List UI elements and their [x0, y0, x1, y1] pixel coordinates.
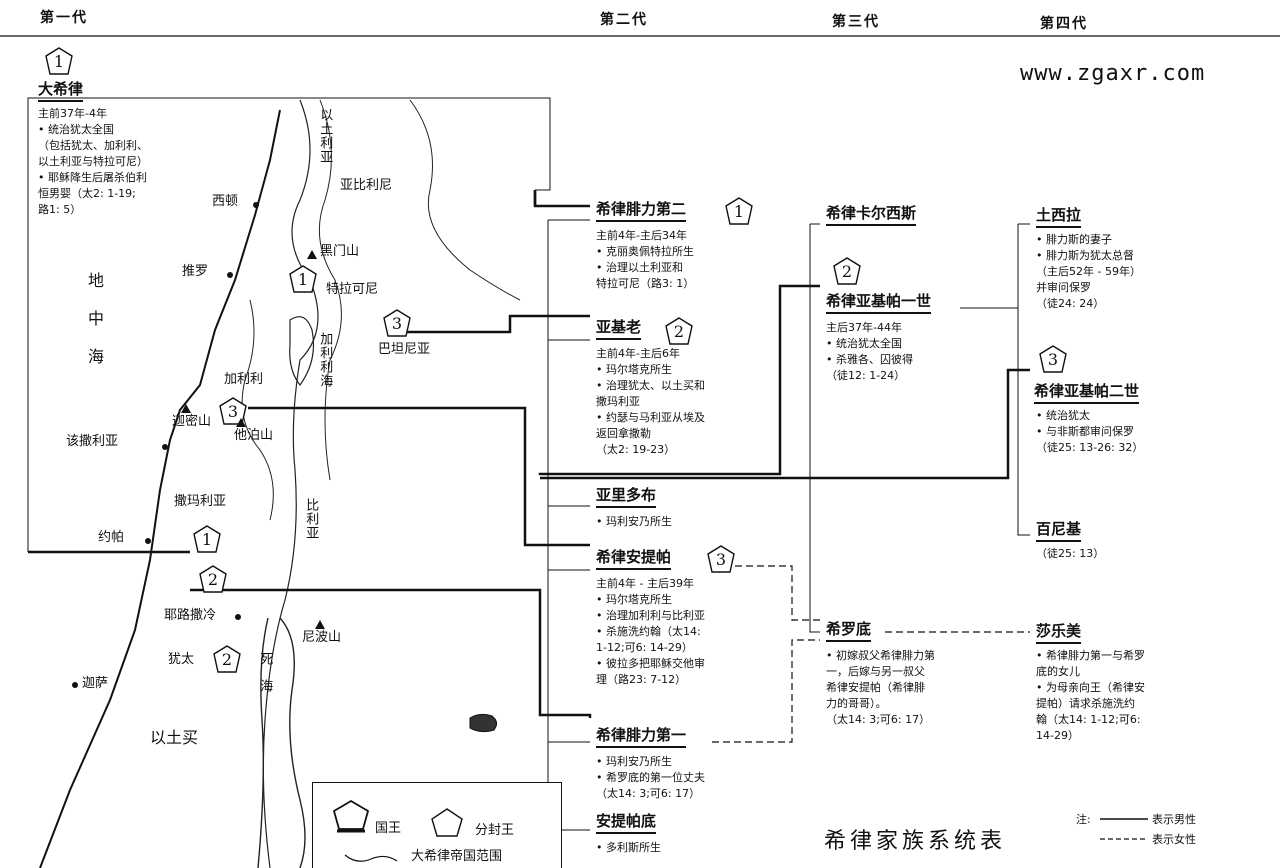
tetrarch-badge-antipas: 3 [706, 544, 736, 574]
person-name-archelaus: 亚基老 [596, 318, 642, 340]
person-notes-herodias: • 初嫁叔父希律腓力第一，后嫁与另一叔父希律安提帕（希律腓力的哥哥）。（太14:… [826, 649, 935, 726]
person-notes-archelaus: 主前4年-主后6年• 玛尔塔克所生• 治理犹太、以土买和撒玛利亚• 约瑟与马利亚… [596, 347, 705, 456]
person-name-philip2: 希律腓力第二 [596, 200, 687, 222]
person-name-antipater: 安提帕底 [596, 812, 657, 834]
map-label-samaria: 撒玛利亚 [174, 494, 227, 509]
map-badge-trachonitis: 1 [288, 264, 318, 294]
person-name-salome: 莎乐美 [1036, 622, 1082, 644]
person-name-philip1: 希律腓力第一 [596, 726, 687, 748]
city-dot-gaza [72, 682, 78, 688]
map-label-idumea-top: 以土利亚 [317, 108, 333, 164]
city-dot-joppa [145, 538, 151, 544]
legend-label-tetrarch: 分封王 [475, 823, 515, 838]
city-dot-jerusalem [235, 614, 241, 620]
map-label-sidon: 西顿 [212, 194, 239, 209]
person-notes-philip1: • 玛利安乃所生• 希罗底的第一位丈夫（太14: 3;可6: 17） [596, 755, 705, 800]
person-notes-agrippa1: 主后37年-44年• 统治犹太全国• 杀雅各、囚彼得（徒12: 1-24） [826, 321, 913, 382]
map-label-tyre: 推罗 [182, 264, 209, 279]
map-label-sea-of-galilee: 加利利海 [317, 332, 333, 388]
person-notes-salome: • 希律腓力第一与希罗底的女儿• 为母亲向王（希律安提帕）请求杀施洗约翰（太14… [1036, 649, 1145, 742]
person-notes-antipater: • 多利斯所生 [596, 841, 661, 854]
note-male-label: 表示男性 [1152, 813, 1196, 826]
map-label-dead-sea: 死海 [257, 652, 273, 706]
city-dot-caesarea [162, 444, 168, 450]
map-label-caesarea: 该撒利亚 [66, 434, 119, 449]
king-badge-agrippa1: 2 [832, 256, 862, 286]
map-badge-judea: 2 [212, 644, 242, 674]
city-dot-sidon [253, 202, 259, 208]
person-name-herod-great: 大希律 [38, 80, 84, 102]
city-dot-tyre [227, 272, 233, 278]
figure-title: 希律家族系统表 [824, 829, 1007, 854]
empire-boundary-icon [344, 854, 398, 862]
person-name-herodias: 希罗底 [826, 620, 872, 642]
map-label-mt-nebo: 尼波山 [302, 630, 342, 645]
map-label-mt-tabor: 他泊山 [234, 428, 274, 443]
map-label-joppa: 约帕 [98, 530, 125, 545]
legend-label-empire: 大希律帝国范围 [411, 849, 503, 864]
mountain-icon-carmel [181, 404, 191, 413]
legend-label-king: 国王 [375, 821, 402, 836]
map-badge-batanea: 3 [382, 308, 412, 338]
person-notes-drusilla: • 腓力斯的妻子• 腓力斯为犹太总督（主后52年 - 59年）并审问保罗（徒24… [1036, 233, 1141, 310]
person-name-agrippa1: 希律亚基帕一世 [826, 292, 932, 314]
map-label-perea: 比利亚 [303, 498, 319, 540]
map-label-batanea: 巴坦尼亚 [378, 342, 431, 357]
generation-header-2: 第二代 [600, 12, 648, 28]
mountain-icon-tabor [236, 418, 246, 427]
person-name-aristobulus: 亚里多布 [596, 486, 657, 508]
tetrarch-badge-archelaus: 2 [664, 316, 694, 346]
king-pentagon-icon [332, 799, 370, 833]
map-label-abilene: 亚比利尼 [340, 178, 393, 193]
generation-header-3: 第三代 [832, 14, 880, 30]
person-name-herod-chalcis: 希律卡尔西斯 [826, 204, 917, 226]
map-label-gaza: 迦萨 [82, 676, 109, 691]
map-label-mt-carmel: 迦密山 [172, 414, 212, 429]
person-name-bernice: 百尼基 [1036, 520, 1082, 542]
person-name-drusilla: 土西拉 [1036, 206, 1082, 228]
person-notes-aristobulus: • 玛利安乃所生 [596, 515, 672, 528]
person-name-antipas: 希律安提帕 [596, 548, 672, 570]
map-label-mediterranean: 地中海 [85, 272, 104, 386]
person-notes-herod-great: 主前37年-4年• 统治犹太全国（包括犹太、加利利、以土利亚与特拉可尼）• 耶稣… [38, 107, 148, 216]
map-label-idumea: 以土买 [150, 728, 199, 747]
map-badge-galilee: 3 [218, 396, 248, 426]
king-badge-agrippa2: 3 [1038, 344, 1068, 374]
person-notes-bernice: （徒25: 13） [1036, 547, 1105, 560]
king-badge-herod-great: 1 [44, 46, 74, 76]
map-badge-jerusalem: 2 [198, 564, 228, 594]
mountain-icon-nebo [315, 620, 325, 629]
tetrarch-pentagon-icon [431, 808, 463, 837]
note-female-label: 表示女性 [1152, 833, 1196, 846]
map-badge-samaria: 1 [192, 524, 222, 554]
tetrarch-badge-philip2: 1 [724, 196, 754, 226]
person-notes-agrippa2: • 统治犹太• 与非斯都审问保罗（徒25: 13-26: 32） [1036, 409, 1144, 454]
generation-header-1: 第一代 [40, 10, 88, 26]
map-label-galilee: 加利利 [224, 372, 264, 387]
mountain-icon-hermon [307, 250, 317, 259]
person-notes-antipas: 主前4年 - 主后39年• 玛尔塔克所生• 治理加利利与比利亚• 杀施洗约翰（太… [596, 577, 705, 686]
person-name-agrippa2: 希律亚基帕二世 [1034, 382, 1140, 404]
map-label-mt-hermon: 黑门山 [320, 244, 360, 259]
map-label-jerusalem: 耶路撒冷 [164, 608, 217, 623]
generation-header-4: 第四代 [1040, 16, 1088, 32]
person-notes-philip2: 主前4年-主后34年• 克丽奥佩特拉所生• 治理以土利亚和特拉可尼（路3: 1） [596, 229, 695, 290]
map-label-judea: 犹太 [168, 652, 195, 667]
note-prefix: 注: [1076, 813, 1091, 826]
map-label-trachonitis: 特拉可尼 [326, 282, 379, 297]
map-legend: 国王 分封王 大希律帝国范围 [312, 782, 562, 868]
watermark-url: www.zgaxr.com [1020, 61, 1206, 86]
